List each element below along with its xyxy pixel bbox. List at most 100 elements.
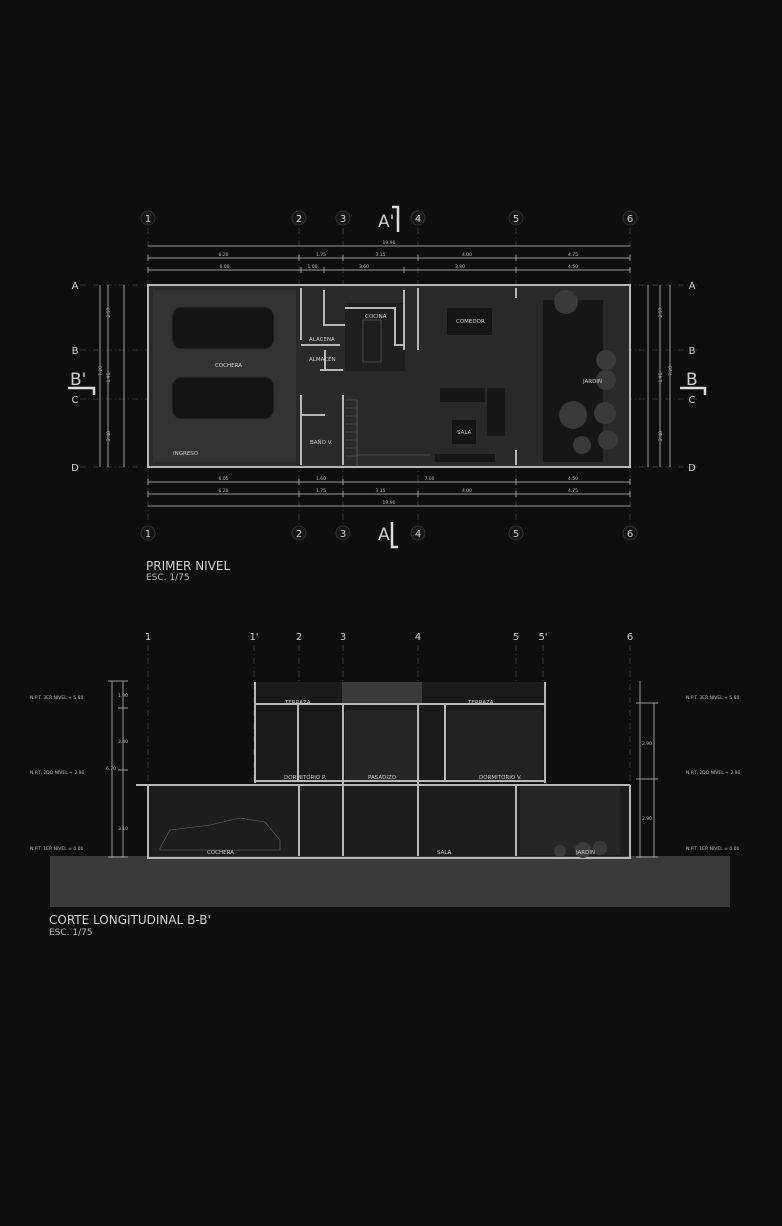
plan-interior-walls	[300, 288, 517, 465]
dimension-value: 4.00	[462, 488, 472, 494]
level-label-1-right: N.P.T. 1ER NIVEL ± 0.00	[686, 846, 739, 852]
section-grid-label: 2	[296, 632, 302, 643]
section-mark-b-prime: B'	[70, 370, 86, 390]
section-mark-bracket	[390, 522, 398, 549]
section-mark-bracket	[392, 205, 400, 232]
grid-column-label: 1	[145, 529, 151, 540]
tv-icon	[435, 454, 495, 462]
plan-outer-wall	[147, 284, 631, 468]
plan-title: PRIMER NIVEL	[146, 559, 231, 573]
section-mark-bracket	[680, 386, 707, 395]
section-dim: 2.90	[642, 741, 652, 747]
grid-row-label: B	[72, 346, 79, 357]
dimension-value: 7.20	[98, 366, 104, 376]
dimension-value: 4.50	[568, 476, 578, 482]
garden-area	[543, 300, 603, 462]
plan-scale: ESC. 1/75	[146, 573, 190, 583]
section-walls	[136, 682, 631, 859]
section-grid-label: 3	[340, 632, 346, 643]
dimension-value: 3.80	[455, 264, 465, 270]
section-scale: ESC. 1/75	[49, 928, 93, 938]
grid-bubble	[291, 210, 307, 226]
dimension-value: 1.95	[658, 372, 664, 382]
section-label-jardin: JARDIN	[575, 850, 595, 856]
dimension-total: 19.90	[383, 240, 396, 246]
section-dim: 1.90	[118, 693, 128, 699]
dimension-value: 2.57	[106, 307, 112, 317]
section-mark-a-prime: A'	[378, 212, 394, 232]
dimension-value: 2.57	[658, 307, 664, 317]
grid-bubble	[140, 525, 156, 541]
section-grid-label: 1'	[249, 632, 258, 643]
stair-icon	[345, 399, 430, 465]
room-label-alacena: ALACENA	[309, 337, 335, 343]
section-grid-label: 5	[513, 632, 519, 643]
pasadizo-fill	[345, 710, 420, 780]
dimension-value: 7.00	[424, 476, 434, 482]
kitchen-island	[362, 319, 382, 363]
section-label-sala: SALA	[437, 850, 452, 856]
grid-row-label: D	[71, 463, 79, 474]
grid-bubble	[622, 210, 638, 226]
section-label-dormitorio-v: DORMITORIO V.	[479, 775, 522, 781]
floor-plan: COCHERA INGRESO ALACENA ALMACÉN COCINA B…	[68, 205, 707, 583]
room-label-bano: BAÑO V.	[310, 439, 333, 446]
grid-row-label: A	[72, 281, 79, 292]
dormitorio-v-fill	[447, 710, 542, 780]
car-section-icon	[159, 817, 281, 851]
grid-column-label: 4	[415, 214, 421, 225]
grid-column-label: 2	[296, 214, 302, 225]
section-title: CORTE LONGITUDINAL B-B'	[49, 913, 211, 927]
tree-icons	[554, 290, 618, 454]
grid-column-label: 6	[627, 529, 633, 540]
grid-row-label: A	[689, 281, 696, 292]
grid-column-label: 3	[340, 529, 346, 540]
dimension-value: 7.20	[668, 366, 674, 376]
room-label-cocina: COCINA	[365, 314, 387, 320]
dimension-value: 1.75	[316, 252, 326, 258]
dimension-value: 1.75	[316, 488, 326, 494]
section-dim: 6.70	[106, 766, 116, 772]
grid-column-label: 5	[513, 529, 519, 540]
room-label-ingreso: INGRESO	[173, 451, 199, 457]
grid-column-label: 6	[627, 214, 633, 225]
grid-column-label: 2	[296, 529, 302, 540]
dimension-value: 3.15	[375, 488, 385, 494]
room-label-comedor: COMEDOR	[456, 319, 485, 325]
grid-column-label: 3	[340, 214, 346, 225]
dimension-value: 4.50	[568, 264, 578, 270]
section-grid-label: 6	[627, 632, 633, 643]
section-dim: 3.10	[118, 826, 128, 832]
grid-row-label: B	[689, 346, 696, 357]
dimension-value: 1.60	[316, 476, 326, 482]
section-dim: 2.90	[642, 816, 652, 822]
dimension-value: 1.95	[106, 372, 112, 382]
grid-row-label: D	[688, 463, 696, 474]
grid-column-label: 5	[513, 214, 519, 225]
dimension-value: 2.48	[106, 431, 112, 441]
dimension-value: 1.00	[307, 264, 317, 270]
section-label-cochera: COCHERA	[207, 850, 234, 856]
section-mark-bracket	[68, 386, 96, 395]
sofa-icon	[440, 388, 485, 402]
section-label-terraza-left: TERRAZA	[284, 700, 311, 706]
room-label-sala: SALA	[457, 430, 472, 436]
room-label-cochera: COCHERA	[215, 363, 242, 369]
section-dim: 3.40	[118, 739, 128, 745]
dimension-value: 3.60	[359, 264, 369, 270]
room-label-almacen: ALMACÉN	[309, 355, 336, 363]
grid-bubble	[508, 210, 524, 226]
level-label-3-right: N.P.T. 3ER NIVEL + 5.80	[686, 695, 739, 701]
grid-bubble	[622, 525, 638, 541]
section-label-dormitorio-p: DORMITORIO P.	[284, 775, 326, 781]
room-label-jardin: JARDIN	[582, 379, 602, 385]
dimension-value: 3.15	[375, 252, 385, 258]
section-grid-label: 4	[415, 632, 421, 643]
grid-row-label: C	[689, 395, 696, 406]
level-label-3: N.P.T. 3ER NIVEL + 5.80	[30, 695, 83, 701]
grid-bubble	[508, 525, 524, 541]
section-mark-b: B	[686, 370, 698, 390]
section-label-terraza-right: TERRAZA	[467, 700, 494, 706]
grid-bubble	[291, 525, 307, 541]
